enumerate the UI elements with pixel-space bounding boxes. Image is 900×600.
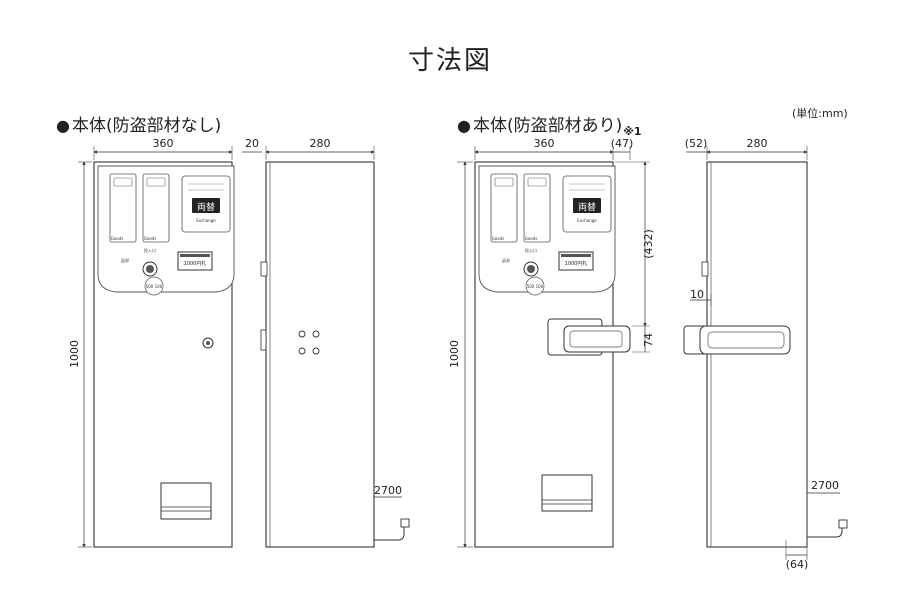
right-overhang-dim: (47) [611,137,634,150]
right-coin-return-label: 返却 [502,257,510,263]
left-coin-return-label: 返却 [121,257,129,263]
left-bill-slot-label: 1000円札 [184,260,207,267]
unit-note: (単位:mm) [792,107,848,120]
bullet-icon: ● [457,116,471,135]
right-rear-gap-dim: (52) [685,137,708,150]
left-cable-dim: 2700 [374,484,402,497]
left-charge-button: 両替 [197,201,215,213]
bullet-icon: ● [56,116,70,135]
left-coin-value-label: 500 100 [146,284,163,289]
left-charge-label: Exchange [196,218,216,223]
right-lock-top-dim: (432) [642,229,655,259]
right-goods-label: Goods [492,236,505,241]
heading-left-text: 本体(防盗部材なし) [71,116,222,136]
left-width-dim: 360 [153,137,174,150]
right-lock-bar-dim: 74 [642,333,655,347]
right-coin-slot-label: 投入口 [525,247,537,253]
left-goods-label: Goods [111,236,124,241]
right-charge-label: Exchange [577,218,597,223]
heading-left: ●本体(防盗部材なし) [56,111,221,136]
left-height-dim: 1000 [68,340,81,368]
right-cable-dim: 2700 [811,479,839,492]
heading-right: ●本体(防盗部材あり)※1 [457,111,642,138]
right-height-dim: 1000 [448,340,461,368]
right-coin-value-label: 500 100 [527,284,544,289]
left-depth-dim: 280 [310,137,331,150]
right-charge-button: 両替 [578,201,596,213]
right-bill-slot-label: 1000円札 [565,260,588,267]
right-width-dim: 360 [534,137,555,150]
page-title: 寸法図 [407,46,492,76]
right-offset-dim: 10 [690,288,704,301]
heading-right-text: 本体(防盗部材あり) [472,116,623,136]
right-depth-dim: 280 [747,137,768,150]
right-goods-label: Goods [525,236,538,241]
left-gap-dim: 20 [245,137,259,150]
right-bottom-offset-dim: (64) [786,558,809,571]
left-goods-label: Goods [144,236,157,241]
left-coin-slot-label: 投入口 [144,247,156,253]
heading-right-note: ※1 [623,125,642,138]
